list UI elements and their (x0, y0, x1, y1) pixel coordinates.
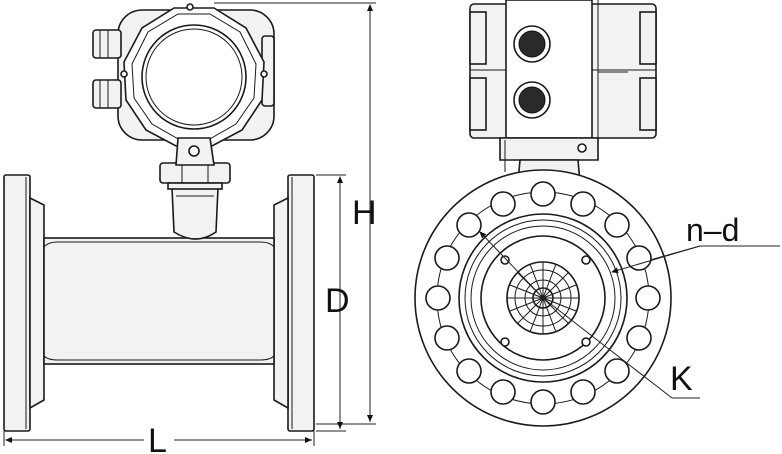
side-view (3, 3, 315, 432)
label-H: H (352, 194, 377, 232)
label-L: L (148, 422, 167, 454)
front-view: K n–d (414, 0, 780, 427)
dimension-H: H (214, 2, 377, 425)
dimension-D: D (316, 174, 350, 432)
left-neck (29, 196, 45, 410)
display-window (141, 24, 247, 130)
dimension-L: L (3, 422, 315, 454)
label-nd: n–d (686, 212, 739, 248)
label-D: D (325, 282, 350, 320)
cable-gland-upper (92, 29, 122, 59)
pipe-body (43, 237, 275, 365)
stem (171, 187, 219, 240)
label-K: K (670, 360, 693, 398)
cable-gland-lower (92, 79, 122, 109)
hex-nut (159, 162, 231, 184)
bolt-holes (425, 181, 661, 415)
right-neck (273, 196, 289, 410)
